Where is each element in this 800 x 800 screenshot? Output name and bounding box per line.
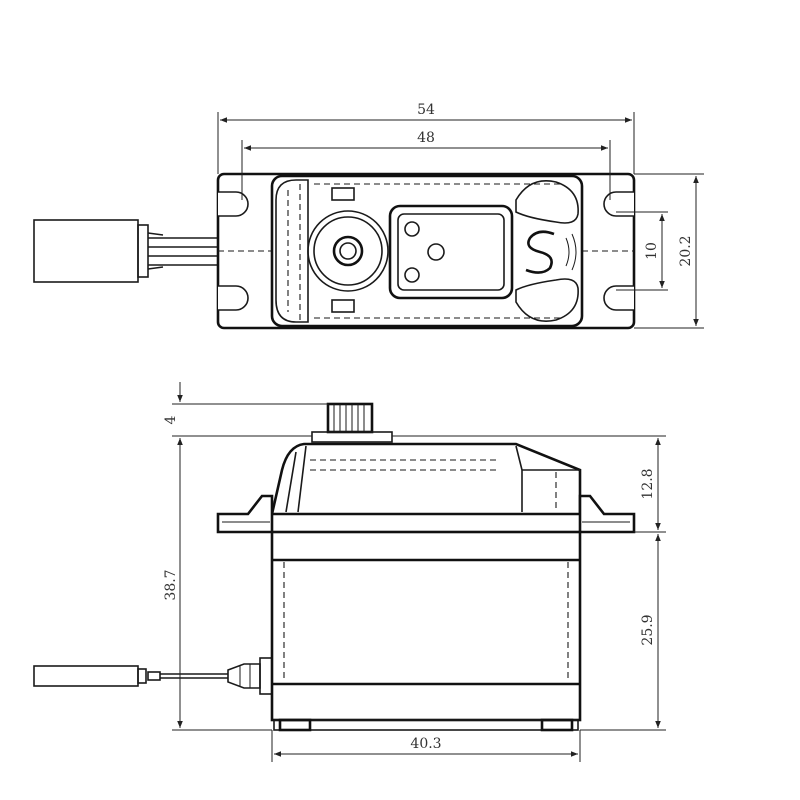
dimension-10-label: 10 <box>644 242 660 260</box>
servo-wires <box>148 237 218 266</box>
dimension-25-9-label: 25.9 <box>640 614 656 645</box>
servo-body-top <box>270 174 584 328</box>
side-view: 4 38.7 12.8 25.9 40.3 <box>33 382 666 762</box>
dimension-hole-spacing: 48 <box>241 130 611 200</box>
dimension-overall-height: 38.7 <box>163 438 272 731</box>
dimension-upper-height: 12.8 <box>392 435 666 533</box>
dimension-spline-height: 4 <box>163 382 328 437</box>
dimension-body-length: 40.3 <box>271 730 581 762</box>
top-case <box>270 442 582 516</box>
dimension-48-label: 48 <box>417 130 435 146</box>
mounting-slots <box>218 191 634 311</box>
dimension-lower-height: 25.9 <box>580 534 666 731</box>
output-spline <box>311 402 393 443</box>
servo-body-side <box>270 530 582 732</box>
dimension-slot-spacing: 10 <box>616 211 668 291</box>
dimension-overall-length: 54 <box>217 102 635 174</box>
dimension-12-8-label: 12.8 <box>640 468 656 499</box>
mounting-flange <box>216 494 636 534</box>
connector-plug <box>33 219 164 283</box>
dimension-40-3-label: 40.3 <box>410 736 441 752</box>
top-view: 54 48 10 20.2 <box>33 102 704 330</box>
dimension-body-width: 20.2 <box>634 173 704 329</box>
mounting-plate <box>216 172 636 330</box>
dimension-54-label: 54 <box>417 102 435 118</box>
dimension-4-label: 4 <box>163 415 179 424</box>
dimension-38-7-label: 38.7 <box>163 569 179 600</box>
side-connector <box>33 657 273 695</box>
dimension-20-2-label: 20.2 <box>678 235 694 266</box>
